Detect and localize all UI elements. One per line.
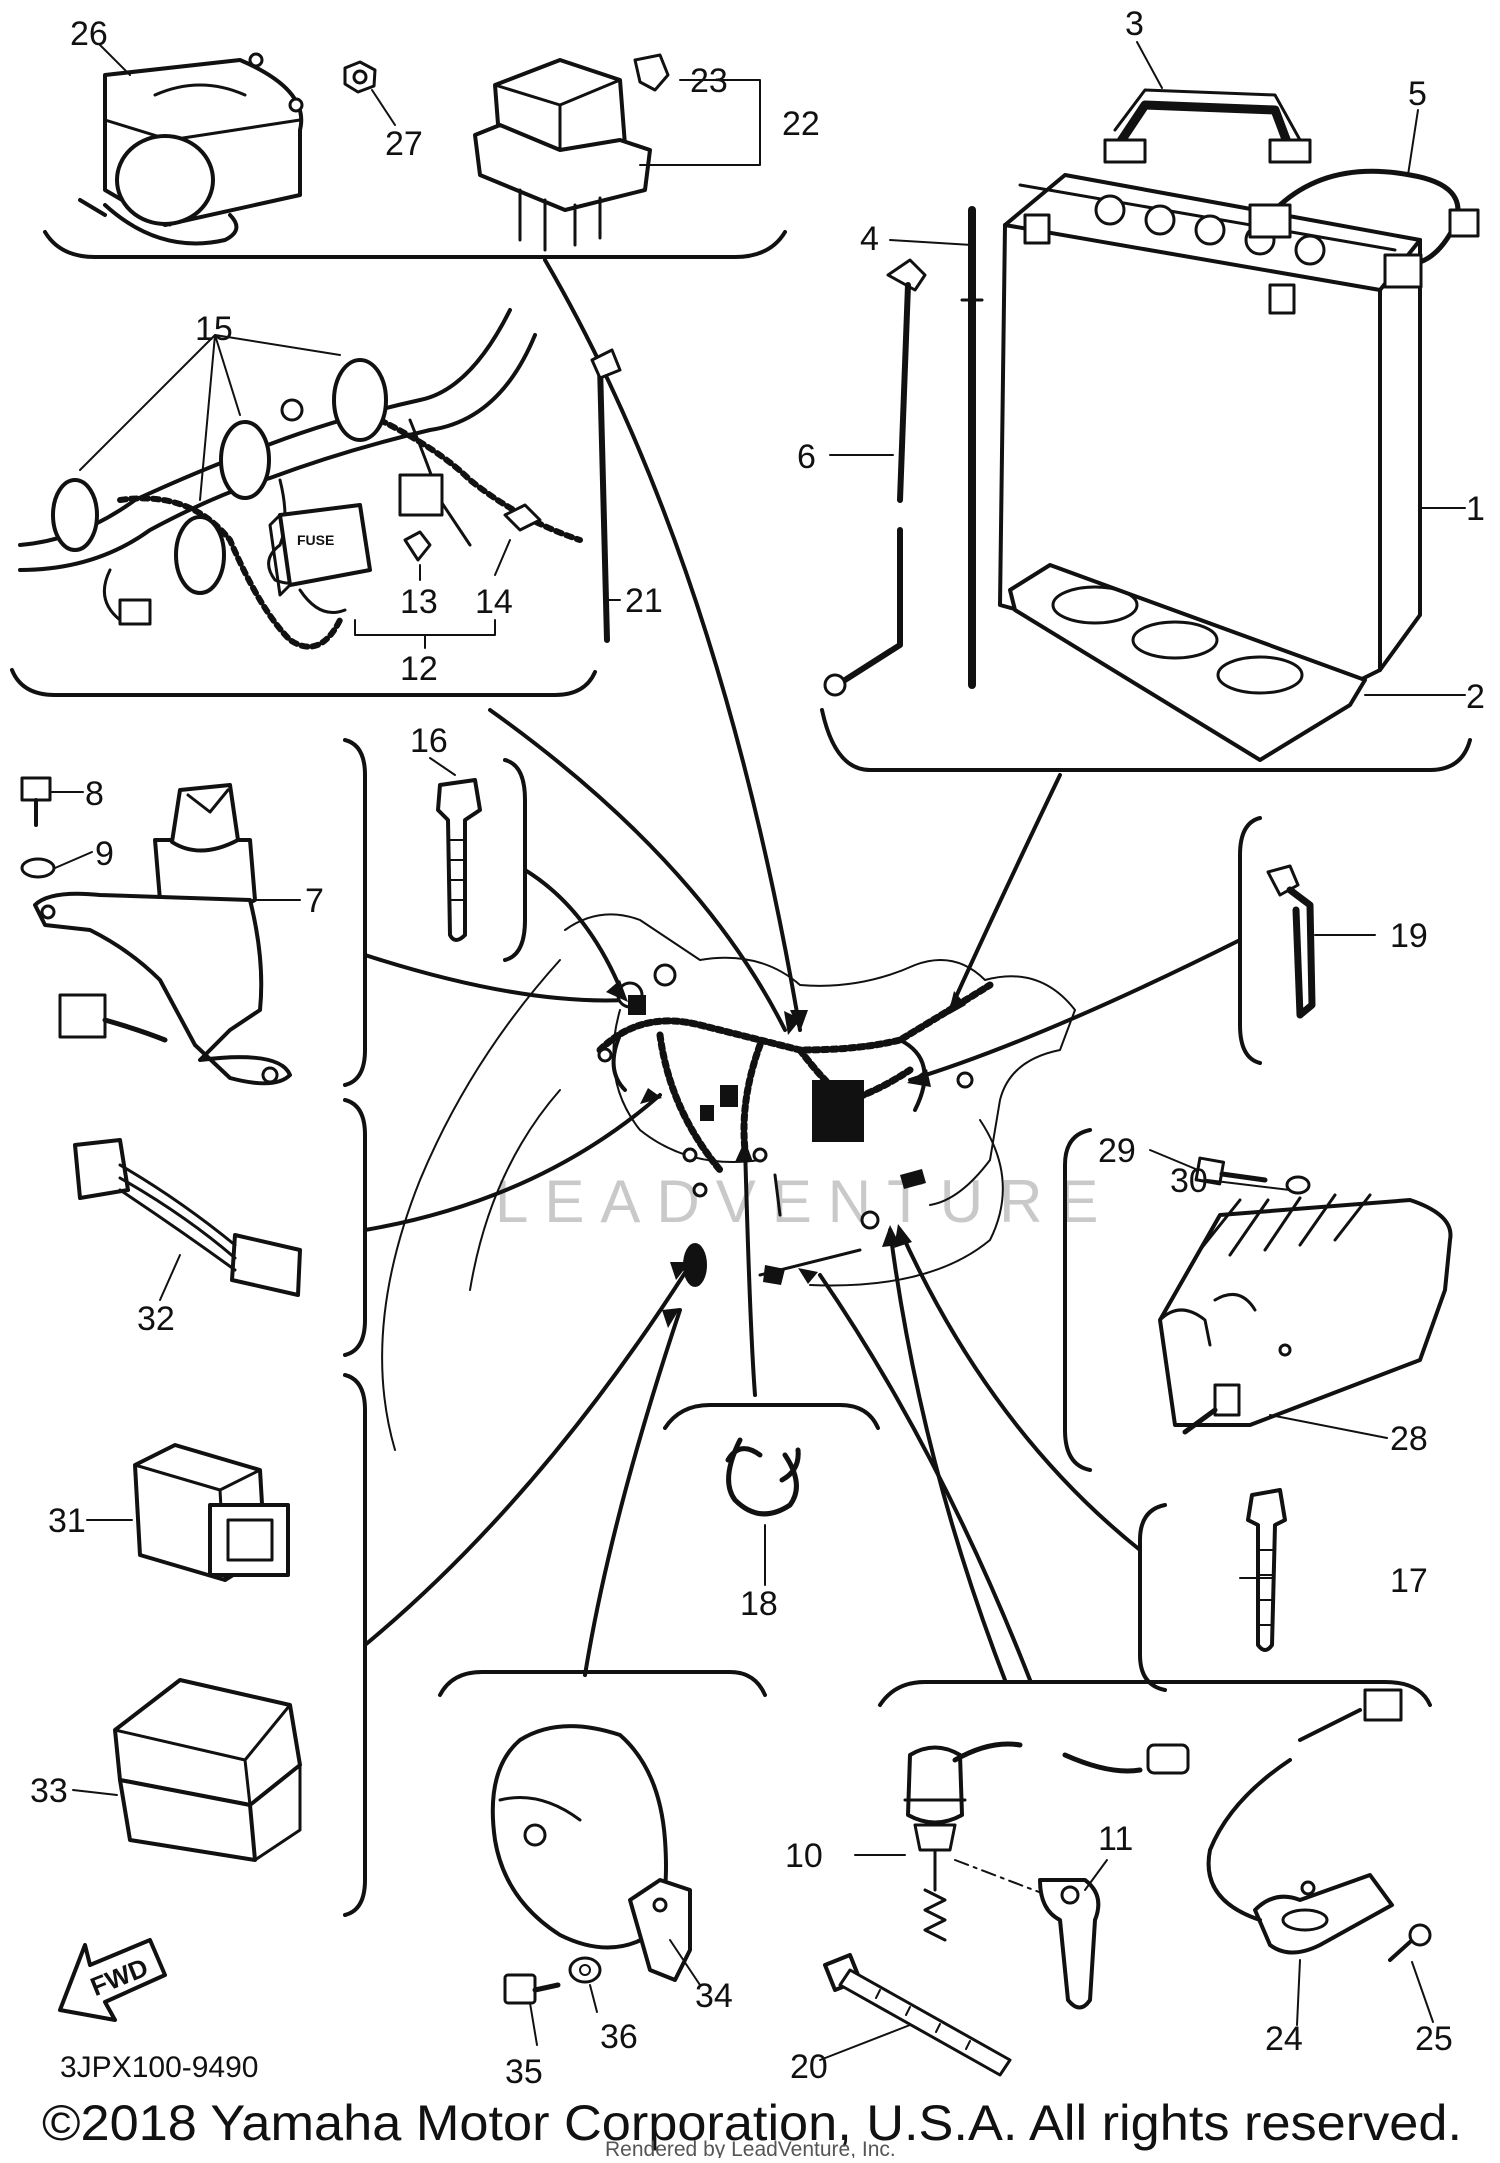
wire-harness [564,913,1076,1287]
callout-34: 34 [695,1977,733,2015]
callout-14: 14 [475,583,513,621]
callout-1: 1 [1466,490,1485,528]
callout-27: 27 [385,125,423,163]
callout-25: 25 [1415,2020,1453,2058]
battery-lead [1248,168,1480,289]
group-brackets [10,230,1472,1917]
callout-3: 3 [1125,5,1144,43]
callout-29: 29 [1098,1132,1136,1170]
callout-35: 35 [505,2053,543,2091]
cable-tie [1246,1488,1287,1652]
ignition-coil [78,52,304,246]
lead-wire [73,1138,302,1297]
callout-26: 26 [70,15,108,53]
washer [568,1956,602,1984]
relay [133,1443,290,1582]
battery-tray-pad [1008,563,1367,762]
callout-13: 13 [400,583,438,621]
callout-2: 2 [1466,678,1485,716]
callout-labels: 1 2 3 4 5 6 7 8 9 10 11 12 13 14 15 16 1… [30,5,1485,2091]
callout-leaders [51,41,1466,2061]
callout-6: 6 [797,438,816,476]
callout-5: 5 [1408,75,1427,113]
callout-11: 11 [1098,1820,1133,1858]
copyright-notice: ©2018 Yamaha Motor Corporation, U.S.A. A… [42,2095,1462,2151]
cable-tie [590,348,622,643]
callout-22: 22 [782,105,820,143]
callout-4: 4 [860,220,879,258]
bolt [20,776,52,827]
callout-20: 20 [790,2048,828,2086]
breather-pipe [960,206,984,689]
callout-21: 21 [625,582,663,620]
cable-tie [823,1953,1012,2077]
callout-7: 7 [305,882,324,920]
sensor [1206,1688,1403,1955]
washer [1285,1175,1311,1195]
callout-33: 33 [30,1772,68,1810]
callout-18: 18 [740,1585,778,1623]
main-switch [33,783,292,1086]
callout-36: 36 [600,2018,638,2056]
callout-15: 15 [195,310,233,348]
ground-lead [823,258,927,697]
callout-28: 28 [1390,1420,1428,1458]
washer [20,857,56,879]
rendered-by-notice: Rendered by LeadVenture, Inc. [605,2138,896,2158]
callout-9: 9 [95,835,114,873]
control-unit [113,1678,302,1862]
callout-8: 8 [85,775,104,813]
callout-16: 16 [410,722,448,760]
battery [998,173,1422,697]
fuse-box-assembly: FUSE [268,503,542,614]
clamp [725,1437,801,1517]
watermark: LEADVENTURE [495,1168,1114,1235]
relay-assembly [473,53,670,252]
callout-24: 24 [1265,2020,1303,2058]
bolt [1194,1156,1268,1186]
wire-clamps [18,308,583,650]
leader-arrowheads [606,980,966,1328]
screw [1388,1923,1432,1962]
callout-19: 19 [1390,917,1428,955]
fuse-box-label: FUSE [297,532,334,548]
bolt [503,1973,561,2005]
callout-17: 17 [1390,1562,1428,1600]
rectifier-regulator [1158,1193,1453,1435]
nut [343,60,377,94]
callout-31: 31 [48,1502,86,1540]
horn [490,1724,692,1982]
callout-23: 23 [690,62,728,100]
battery-band [1103,88,1312,164]
callout-32: 32 [137,1300,175,1338]
switch-bracket [1038,1878,1101,2010]
callout-30: 30 [1170,1162,1208,1200]
callout-12: 12 [400,650,438,688]
brake-switch [903,1741,1190,1942]
document-id: 3JPX100-9490 [60,2051,259,2084]
callout-10: 10 [785,1837,823,1875]
cable-tie [1266,864,1316,1019]
cable-tie [436,778,482,942]
forward-direction-indicator: FWD [58,1938,167,2022]
